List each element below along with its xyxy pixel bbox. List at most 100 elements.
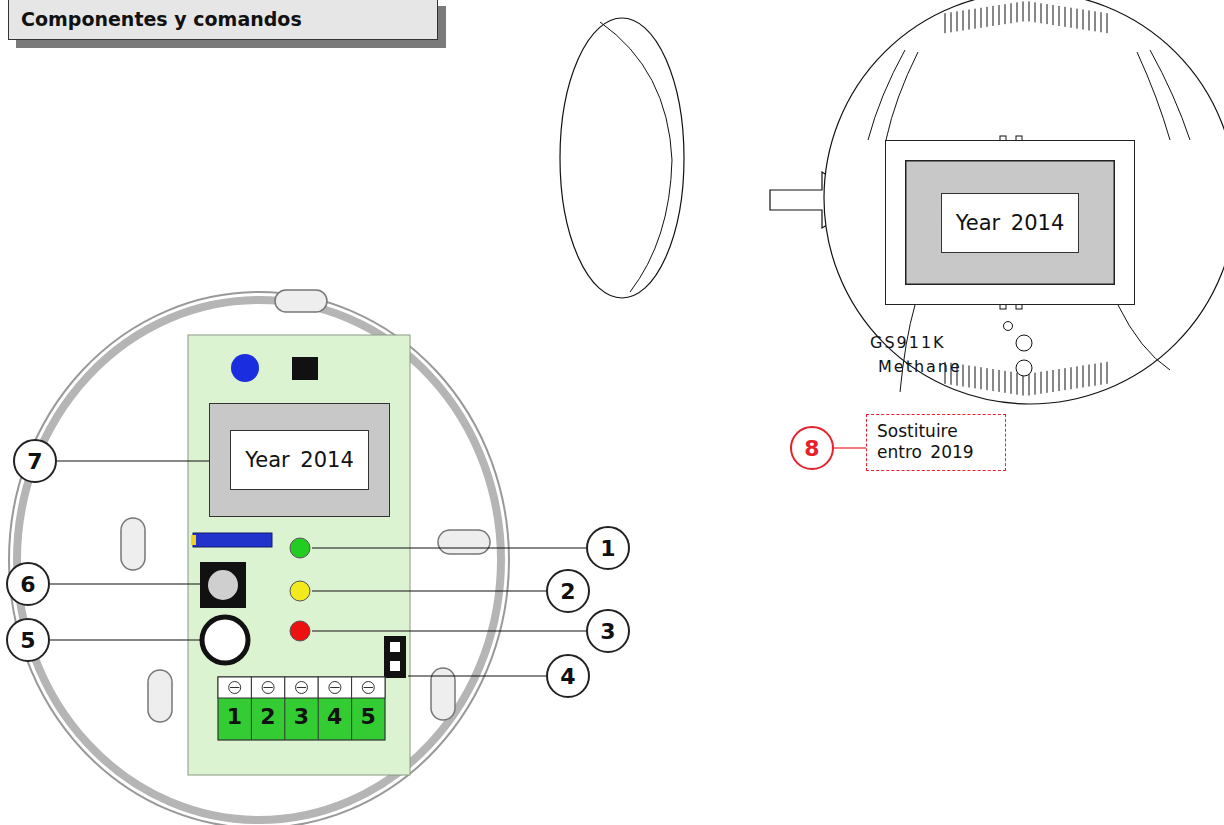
terminal-screw: [262, 682, 274, 694]
terminal-number: 3: [285, 704, 318, 729]
vent-fin: [1047, 4, 1048, 24]
title-box: Componentes y comandos: [8, 0, 438, 40]
terminal-number: 4: [318, 704, 351, 729]
vent-fin: [963, 10, 964, 30]
terminal-number: 2: [251, 704, 284, 729]
indicator-hole: [1004, 322, 1013, 331]
resistor-symbol: [193, 533, 272, 547]
vent-fin: [1029, 1, 1030, 21]
node-text: Sostituire entro 2019: [877, 421, 995, 464]
vent-fin: [1107, 362, 1108, 384]
callout-number: 5: [6, 618, 50, 662]
vent-fin: [1035, 373, 1036, 395]
blue-component: [231, 354, 259, 382]
terminal-number: 5: [352, 704, 385, 729]
jumper: [384, 636, 406, 678]
leader-line: [57, 460, 209, 461]
leader-line: [50, 639, 200, 640]
vent-fin: [1071, 367, 1072, 389]
vent-fin: [1101, 12, 1102, 32]
push-button: [200, 562, 246, 608]
vent-fin: [999, 5, 1000, 25]
terminal-divider: [251, 698, 252, 740]
housing-rim: [17, 300, 501, 820]
indicator-hole: [1016, 360, 1032, 376]
callout-text: 8: [804, 436, 819, 461]
vent-fin: [1017, 2, 1018, 22]
vent-fin: [1101, 363, 1102, 385]
callout-text: 1: [600, 536, 615, 561]
vent-fin: [975, 9, 976, 29]
vent-fin: [1077, 366, 1078, 388]
vent-fin: [999, 370, 1000, 392]
terminal-screw: [329, 682, 341, 694]
terminal-divider: [284, 698, 285, 740]
terminal-screw: [229, 682, 241, 694]
mount-slot: [275, 290, 327, 312]
vent-fin: [1029, 374, 1030, 396]
callout-number: 6: [6, 562, 50, 606]
mount-slot: [121, 518, 145, 570]
vent-fin: [951, 12, 952, 32]
vent-fin: [1083, 365, 1084, 387]
vent-fin: [981, 367, 982, 389]
callout-number: 2: [546, 569, 590, 613]
node-text: Year 2014: [941, 193, 1080, 253]
vent-fin: [1089, 10, 1090, 30]
node-text: Year 2014: [230, 430, 369, 490]
mount-slot: [148, 670, 172, 722]
housing-curve: [1150, 50, 1190, 140]
terminal-screw-seat: [352, 677, 385, 698]
vent-fin: [1065, 368, 1066, 390]
terminal-screw-seat: [285, 677, 318, 698]
vent-fin: [987, 368, 988, 390]
leader-line: [312, 590, 546, 591]
callout-text: 7: [27, 449, 42, 474]
leader-line: [50, 583, 200, 584]
screw-slot: [297, 687, 306, 688]
vent-fin: [1011, 372, 1012, 394]
vent-fin: [1071, 8, 1072, 28]
circuit-board: [188, 335, 410, 775]
terminal-screw: [296, 682, 308, 694]
vent-fin: [1023, 374, 1024, 396]
vent-fin: [1011, 3, 1012, 23]
vent-fin: [1107, 13, 1108, 33]
vent-fin: [1041, 372, 1042, 394]
terminal-divider: [318, 698, 319, 740]
vent-fin: [993, 6, 994, 26]
jumper-pin: [390, 661, 400, 671]
vent-fin: [1023, 1, 1024, 21]
vent-fin: [1095, 11, 1096, 31]
terminal-cells: [218, 677, 385, 740]
vent-fin: [975, 366, 976, 388]
callout-number: 1: [586, 526, 630, 570]
terminal-screw: [362, 682, 374, 694]
callout-number: 4: [546, 654, 590, 698]
terminal-screw-seat: [318, 677, 351, 698]
vent-fin: [1077, 9, 1078, 29]
terminal-screw-seat: [218, 677, 251, 698]
screw-slot: [263, 687, 272, 688]
vent-fin: [1047, 371, 1048, 393]
screw-slot: [330, 687, 339, 688]
screw-slot: [230, 687, 239, 688]
sensor-module: Year 2014: [885, 140, 1135, 305]
vent-fin: [1059, 6, 1060, 26]
vent-fin: [969, 365, 970, 387]
leader-line: [834, 447, 866, 448]
green-led: [290, 538, 310, 558]
callout-text: 5: [20, 628, 35, 653]
vent-fin: [1095, 364, 1096, 386]
terminal-number: 1: [218, 704, 251, 729]
detector-front: [824, 0, 1224, 404]
sensor-module: Year 2014: [209, 403, 390, 517]
vent-fin: [945, 13, 946, 33]
vent-fin: [1053, 5, 1054, 25]
model-name: GS911K: [870, 333, 946, 352]
vent-fin: [1041, 3, 1042, 23]
leader-line: [312, 547, 586, 548]
vent-fin: [1005, 371, 1006, 393]
callout-text: 4: [560, 664, 575, 689]
